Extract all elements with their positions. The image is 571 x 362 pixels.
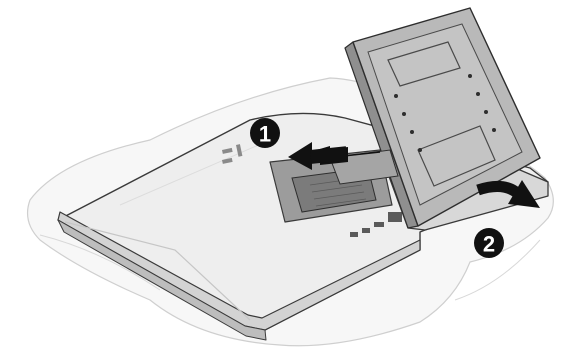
callout-2-label: 2 xyxy=(483,232,495,257)
callout-2: 2 xyxy=(474,228,504,258)
callout-1-label: 1 xyxy=(259,122,271,147)
callout-1: 1 xyxy=(250,118,280,148)
